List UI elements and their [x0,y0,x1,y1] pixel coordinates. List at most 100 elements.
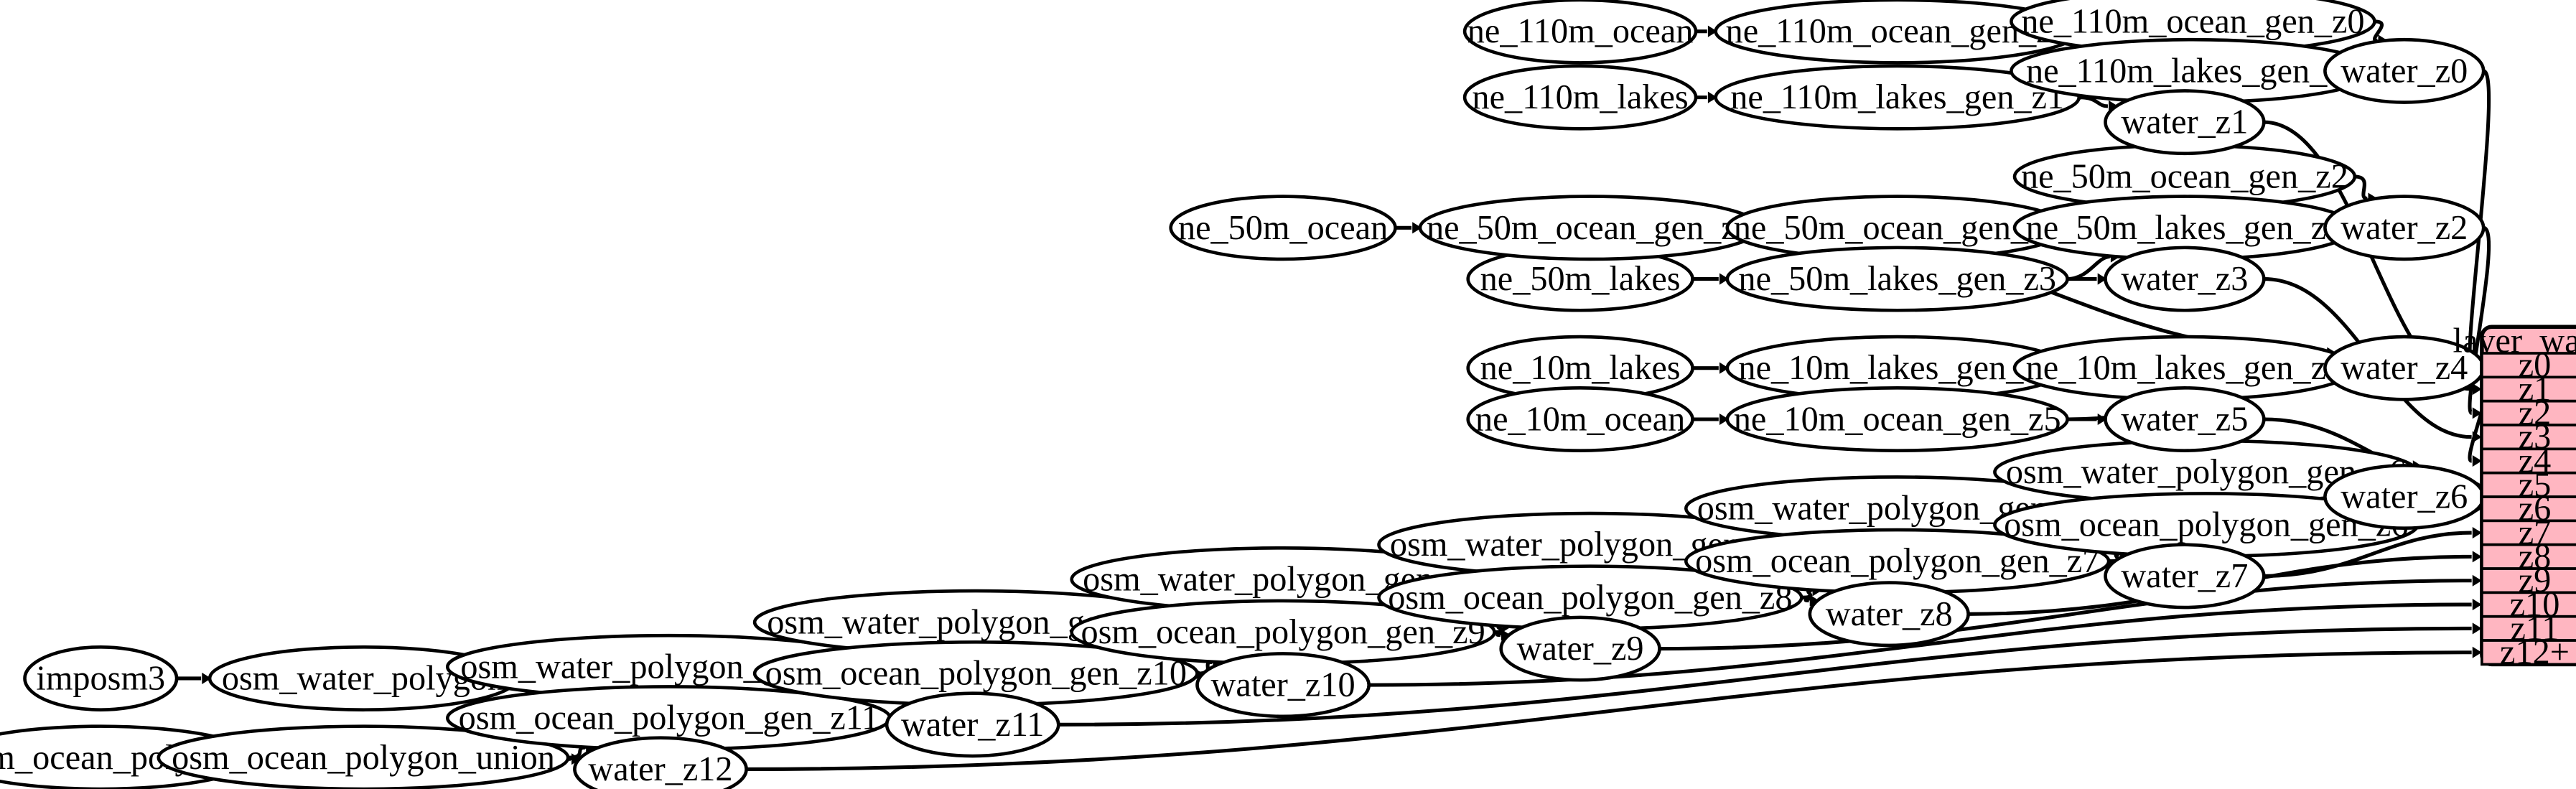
record-row-z10[interactable] [2481,591,2576,618]
record-row-z6[interactable] [2481,495,2576,523]
graph-node-water_z10[interactable]: water_z10 [1195,652,1371,719]
graph-node-osm_ocean_polygon_gen_z8[interactable]: osm_ocean_polygon_gen_z8 [1377,564,1803,631]
record-row-z11[interactable] [2481,615,2576,642]
graph-node-osm_water_polygon_gen_z6[interactable]: osm_water_polygon_gen_z6 [1993,439,2419,505]
graph-node-osm_ocean_polygon_gen_z9[interactable]: osm_ocean_polygon_gen_z9 [1070,599,1496,666]
node-label-imposm3: imposm3 [36,659,165,697]
record-row-z4[interactable] [2481,447,2576,475]
node-label-ne_10m_lakes: ne_10m_lakes [1480,349,1681,387]
graph-node-ne_10m_lakes_gen_z4[interactable]: ne_10m_lakes_gen_z4 [2012,335,2357,401]
edge-arrowhead [1412,222,1422,234]
graph-node-ne_50m_lakes[interactable]: ne_50m_lakes [1466,246,1694,312]
record-row-z9[interactable] [2481,567,2576,594]
node-label-osm_ocean_polygon_gen_z7: osm_ocean_polygon_gen_z7 [1695,542,2099,580]
node-label-ne_10m_ocean: ne_10m_ocean [1475,400,1685,438]
node-label-water_z9: water_z9 [1517,630,1644,668]
edge-water_z2-to-layer_water-z2 [2468,225,2491,415]
edge-arrowhead [202,672,212,684]
graph-node-osm_ocean_polygon_gen_z10[interactable]: osm_ocean_polygon_gen_z10 [752,640,1199,707]
record-row-label-z12plus: z12+ [2500,633,2570,671]
graph-node-ne_110m_lakes_gen_z0[interactable]: ne_110m_lakes_gen_z0 [2010,37,2376,104]
node-label-water_z7: water_z7 [2121,557,2248,595]
node-label-ne_110m_ocean_gen_z0: ne_110m_ocean_gen_z0 [2021,2,2364,40]
edge-arrowhead [1707,91,1717,103]
graph-node-water_z1[interactable]: water_z1 [2104,89,2266,156]
node-label-ne_50m_ocean_gen_z3: ne_50m_ocean_gen_z3 [1734,209,2061,247]
node-label-ne_10m_lakes_gen_z4: ne_10m_lakes_gen_z4 [2026,349,2344,387]
node-label-ne_50m_ocean_gen_z4: ne_50m_ocean_gen_z4 [1427,209,1754,247]
edge-arrowhead [1719,273,1729,285]
edge-ne_50m_ocean_gen_z2-to-water_z2 [2354,174,2368,201]
graph-node-ne_110m_ocean_gen_z1[interactable]: ne_110m_ocean_gen_z1 [1714,0,2081,65]
graph-node-ne_50m_ocean[interactable]: ne_50m_ocean [1169,195,1397,261]
graph-node-imposm3[interactable]: imposm3 [23,645,179,711]
graph-node-water_z2[interactable]: water_z2 [2323,195,2486,261]
graph-node-water_z8[interactable]: water_z8 [1808,581,1970,648]
graph-node-water_z3[interactable]: water_z3 [2104,246,2266,312]
edge-ne_50m_lakes_gen_z3-to-ne_50m_lakes_gen_z2 [2067,254,2111,281]
graph-node-ne_110m_ocean[interactable]: ne_110m_ocean [1462,0,1698,65]
node-label-osm_ocean_polygon_gen_z9: osm_ocean_polygon_gen_z9 [1081,613,1485,651]
edge-arrowhead [2472,646,2482,658]
node-label-ne_50m_ocean: ne_50m_ocean [1178,209,1388,247]
edge-arrowhead [1719,362,1729,374]
graph-node-water_z9[interactable]: water_z9 [1499,615,1661,682]
edge-osm_ocean_polygon_gen_z8-to-water_z8 [1801,595,1812,603]
node-label-ne_110m_ocean: ne_110m_ocean [1467,12,1694,50]
record-row-z1[interactable] [2481,375,2576,403]
graph-node-water_z0[interactable]: water_z0 [2323,37,2486,104]
edge-arrowhead [2097,273,2107,285]
nodes-layer: imposm3osm_water_polygonosm_ocean_polygo… [0,0,2486,789]
edge-arrowhead [2472,574,2482,587]
graph-node-ne_50m_ocean_gen_z2[interactable]: ne_50m_ocean_gen_z2 [2012,144,2357,210]
edge-osm_ocean_polygon_gen_z9-to-water_z9 [1494,630,1504,638]
node-label-ne_110m_lakes_gen_z1: ne_110m_lakes_gen_z1 [1730,78,2064,116]
node-label-water_z8: water_z8 [1826,595,1953,633]
graph-node-ne_10m_ocean[interactable]: ne_10m_ocean [1466,386,1694,452]
node-label-water_z4: water_z4 [2341,349,2468,387]
node-label-ne_110m_lakes: ne_110m_lakes [1472,78,1688,116]
graph-node-ne_50m_ocean_gen_z3[interactable]: ne_50m_ocean_gen_z3 [1725,195,2069,261]
graph-node-water_z4[interactable]: water_z4 [2323,335,2486,401]
graph-node-osm_water_polygon[interactable]: osm_water_polygon [207,645,519,711]
node-label-osm_ocean_polygon_gen_z11: osm_ocean_polygon_gen_z11 [459,699,879,737]
record-row-z12plus[interactable] [2481,639,2576,666]
graph-node-ne_10m_lakes[interactable]: ne_10m_lakes [1466,335,1694,401]
graph-node-water_z7[interactable]: water_z7 [2104,543,2266,610]
graph-node-ne_110m_ocean_gen_z0[interactable]: ne_110m_ocean_gen_z0 [2010,0,2376,55]
record-row-z7[interactable] [2481,519,2576,546]
graph-node-water_z5[interactable]: water_z5 [2104,386,2266,452]
graph-node-ne_50m_lakes_gen_z3[interactable]: ne_50m_lakes_gen_z3 [1725,246,2069,312]
graph-node-ne_50m_ocean_gen_z4[interactable]: ne_50m_ocean_gen_z4 [1418,195,1763,261]
node-label-ne_10m_ocean_gen_z5: ne_10m_ocean_gen_z5 [1734,400,2061,438]
graph-node-ne_110m_lakes_gen_z1[interactable]: ne_110m_lakes_gen_z1 [1714,64,2081,131]
node-label-ne_110m_lakes_gen_z0: ne_110m_lakes_gen_z0 [2026,52,2360,90]
node-label-water_z0: water_z0 [2341,52,2468,90]
record-node-layer-water[interactable]: layer_waterz0z1z2z3z4z5z6z7z8z9z10z11z12… [2453,322,2576,671]
node-label-water_z10: water_z10 [1211,666,1355,704]
graph-node-osm_ocean_polygon_gen_z11[interactable]: osm_ocean_polygon_gen_z11 [445,685,892,752]
edge-arrowhead [2472,454,2482,467]
node-label-ne_50m_lakes: ne_50m_lakes [1480,260,1681,298]
edge-ne_110m_ocean_gen_z0-to-water_z0 [2373,19,2384,42]
graph-node-ne_110m_lakes[interactable]: ne_110m_lakes [1462,64,1698,131]
graph-node-water_z11[interactable]: water_z11 [885,691,1060,758]
graph-node-osm_ocean_polygon_gen_z7[interactable]: osm_ocean_polygon_gen_z7 [1684,528,2111,594]
edge-arrowhead [2472,383,2482,396]
graph-node-water_z12[interactable]: water_z12 [573,736,748,789]
node-label-ne_50m_ocean_gen_z2: ne_50m_ocean_gen_z2 [2021,158,2348,196]
node-label-osm_ocean_polygon_union: osm_ocean_polygon_union [172,739,555,777]
node-label-water_z11: water_z11 [901,706,1044,744]
node-label-water_z2: water_z2 [2341,209,2468,247]
node-label-water_z1: water_z1 [2121,103,2248,141]
graph-node-ne_10m_ocean_gen_z5[interactable]: ne_10m_ocean_gen_z5 [1725,386,2069,452]
edge-water_z12-to-layer_water-z12plus [746,650,2472,771]
node-label-ne_50m_lakes_gen_z3: ne_50m_lakes_gen_z3 [1738,260,2056,298]
graph-node-osm_ocean_polygon_union[interactable]: osm_ocean_polygon_union [157,724,570,789]
edge-arrowhead [2472,599,2482,611]
node-label-osm_ocean_polygon_gen_z8: osm_ocean_polygon_gen_z8 [1388,579,1792,617]
graph-node-water_z6[interactable]: water_z6 [2323,464,2486,531]
record-node-layer: layer_waterz0z1z2z3z4z5z6z7z8z9z10z11z12… [2453,322,2576,671]
